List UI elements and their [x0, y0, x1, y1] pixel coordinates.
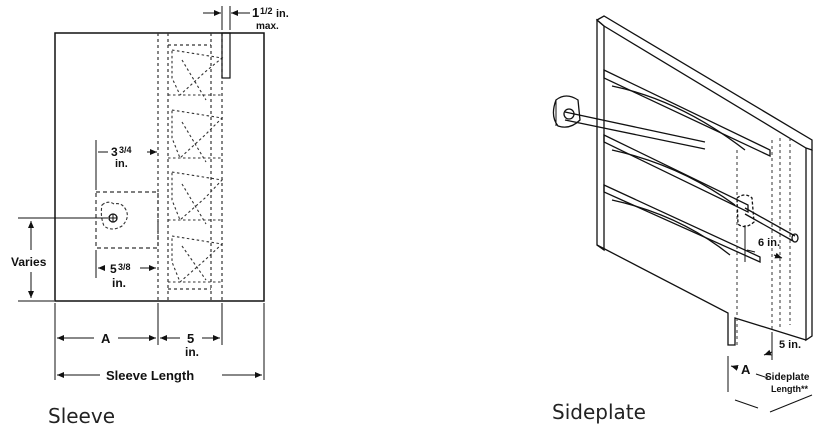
dim-sideplate-five-label: 5 in.: [779, 339, 801, 351]
dim-varies-label: Varies: [11, 255, 47, 269]
dim-a-label: A: [101, 331, 111, 346]
dim-five-value: 5: [187, 331, 194, 346]
dim-sideplate-five: [763, 332, 773, 360]
lower-actuator: [736, 194, 755, 228]
dim-offset-fraction: 3/4: [119, 145, 132, 155]
dim-sideplate-a: [727, 356, 769, 392]
sideplate-blades: [603, 68, 771, 264]
sleeve-diagram: 1 1/2 in. max. 3 3/4 in. Varies 5 3/8 in…: [11, 5, 289, 428]
dim-top-unit: in.: [276, 8, 289, 20]
sleeve-caption: Sleeve: [48, 404, 115, 428]
dim-six: [744, 225, 783, 262]
dim-six-label: 6 in.: [758, 237, 780, 249]
dim-top-fraction: 1/2: [260, 6, 273, 16]
dim-sleeve-length-label: Sleeve Length: [106, 368, 194, 383]
dim-sideplate-length: [734, 394, 813, 413]
dim-lower-value: 5: [110, 262, 117, 276]
dim-offset-value: 3: [111, 145, 118, 159]
dim-lower-unit: in.: [112, 276, 126, 290]
dim-a-five: [54, 303, 265, 380]
actuator-body: [100, 201, 128, 230]
frame-top: [595, 15, 813, 151]
sleeve-body: [54, 32, 265, 302]
frame-right: [805, 148, 813, 342]
actuator-knob: [563, 108, 575, 120]
sideplate-diagram: [552, 15, 813, 346]
dim-top-value: 1: [252, 5, 259, 20]
dim-offset-unit: in.: [115, 158, 128, 170]
dim-top: [203, 6, 250, 30]
dim-varies: [18, 221, 54, 302]
dim-five-unit: in.: [185, 345, 199, 359]
frame-left: [596, 18, 605, 252]
dim-lower-fraction: 3/8: [118, 262, 131, 272]
actuator-plate: [95, 191, 159, 249]
dim-sideplate-length-line1: Sideplate: [765, 372, 810, 383]
upper-stub: [221, 32, 231, 79]
sideplate-panel: [736, 138, 791, 345]
dim-offset: [95, 140, 157, 190]
shaft-lower-end: [791, 233, 799, 243]
frame-bottom: [596, 244, 807, 346]
dim-sideplate-length-line2: Length**: [771, 384, 808, 394]
shaft-upper: [564, 111, 706, 150]
actuator-cap: [552, 95, 581, 128]
damper-blades: [168, 49, 224, 283]
dim-top-note: max.: [256, 21, 279, 32]
dim-lower: [95, 250, 156, 278]
dim-sideplate-a-label: A: [741, 362, 751, 377]
sideplate-caption: Sideplate: [552, 400, 646, 424]
